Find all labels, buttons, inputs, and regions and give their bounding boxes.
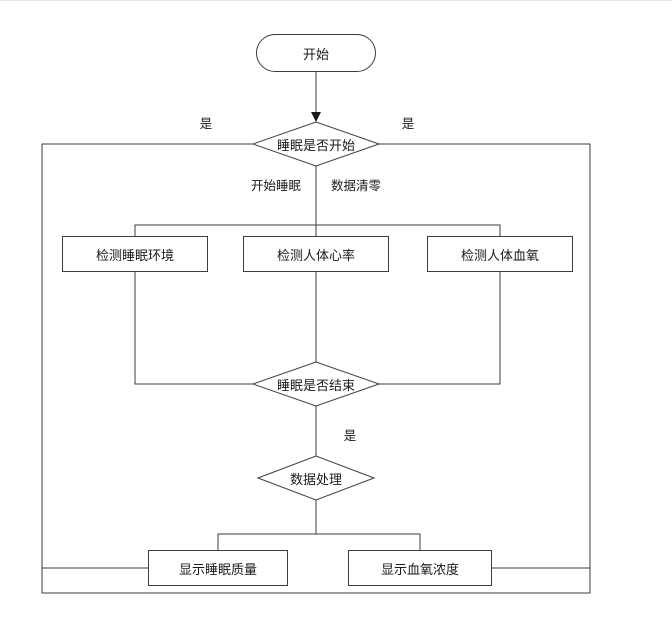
connector-environment-to-sleep-end: [134, 272, 253, 385]
node-detect-blood-oxygen-label: 检测人体血氧: [460, 248, 539, 264]
node-detect-environment-label: 检测睡眠环境: [95, 248, 174, 264]
arrowhead-down-icon: [311, 112, 321, 122]
edge-label-start-sleep: 开始睡眠: [250, 177, 301, 193]
edge-label-yes-bottom: 是: [343, 427, 357, 443]
connector-outer-loop: [41, 143, 591, 594]
decision-sleep-end-shape: [251, 361, 381, 407]
node-detect-environment: 检测睡眠环境: [62, 236, 208, 272]
connector-processing-split: [217, 533, 421, 550]
connector-detect-split: [134, 224, 501, 236]
node-detect-blood-oxygen: 检测人体血氧: [427, 236, 573, 272]
connector-blood-oxygen-to-sleep-end: [379, 272, 501, 385]
node-display-sleep-quality: 显示睡眠质量: [148, 550, 288, 586]
node-detect-heart-rate-label: 检测人体心率: [276, 248, 355, 264]
edge-label-yes-right: 是: [401, 115, 415, 131]
decision-sleep-start-shape: [251, 121, 381, 167]
node-start-label: 开始: [302, 47, 329, 63]
edge-label-data-reset: 数据清零: [330, 177, 381, 193]
node-start: 开始: [256, 34, 376, 72]
node-display-sleep-quality-label: 显示睡眠质量: [178, 562, 257, 578]
edge-label-yes-left: 是: [199, 115, 213, 131]
node-display-blood-oxygen: 显示血氧浓度: [348, 550, 492, 586]
decision-data-processing-shape: [256, 455, 376, 501]
node-detect-heart-rate: 检测人体心率: [243, 236, 389, 272]
node-display-blood-oxygen-label: 显示血氧浓度: [380, 562, 459, 578]
